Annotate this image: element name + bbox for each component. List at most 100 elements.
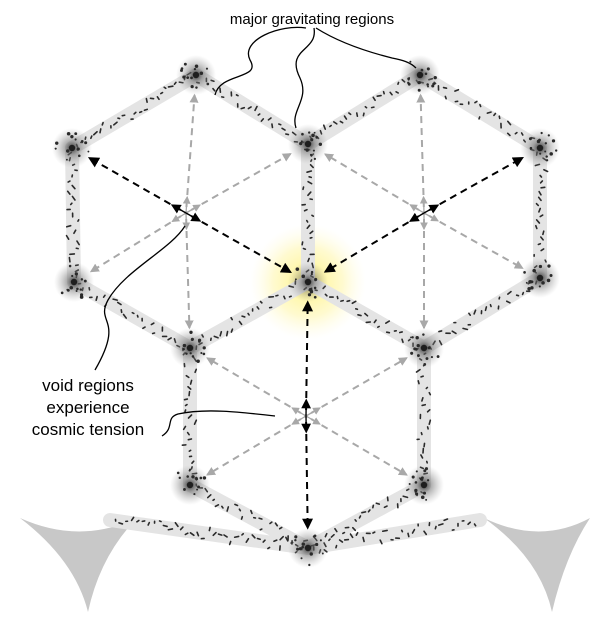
filament-speckle <box>257 539 260 540</box>
filament-speckle <box>426 387 427 388</box>
filament-speckle <box>475 101 477 102</box>
filament-speckle <box>289 296 291 297</box>
gray-arrow <box>186 95 194 207</box>
filament-speckle <box>341 301 343 302</box>
filament-speckle <box>523 293 524 295</box>
annotation-leaders <box>95 27 416 436</box>
filament-speckle <box>104 295 105 297</box>
black-arrow <box>89 158 180 210</box>
filament-speckle <box>540 175 541 177</box>
filament-speckle <box>140 112 142 113</box>
leader-line <box>295 28 314 128</box>
filament-speckle <box>538 244 540 245</box>
filament-speckle <box>69 258 70 262</box>
filament-speckle <box>188 439 191 440</box>
filament-speckle <box>384 506 387 507</box>
filament-speckle <box>137 521 139 522</box>
gray-arrow-inner <box>292 408 306 416</box>
filament-speckle <box>418 381 419 384</box>
filament-speckle <box>91 136 92 138</box>
filament-speckle <box>378 326 379 327</box>
filament-speckle <box>259 518 262 519</box>
filament-speckle <box>429 393 430 395</box>
filament-speckle <box>439 331 442 332</box>
filament-speckle <box>209 527 210 530</box>
filament-speckle <box>160 521 161 522</box>
filament-speckle <box>100 129 101 133</box>
filament-speckle <box>384 92 385 94</box>
filament-speckle <box>185 399 188 400</box>
filament-speckle <box>270 522 272 523</box>
filament-speckle <box>96 297 97 301</box>
filament-speckle <box>307 171 311 172</box>
filament-speckle <box>113 299 117 300</box>
cusp-shape-icon <box>484 518 590 612</box>
filament-speckle <box>168 529 172 530</box>
filament-speckle <box>280 527 282 528</box>
filament-speckle <box>475 524 476 526</box>
gray-arrow <box>311 358 406 413</box>
gravitating-node-icon <box>170 328 210 368</box>
filament-speckle <box>383 530 387 531</box>
gray-arrow <box>91 216 181 271</box>
filament-speckle <box>479 117 480 119</box>
filament-speckle <box>308 258 309 261</box>
filament-speckle <box>78 220 79 221</box>
filament-speckle <box>398 82 399 84</box>
filament-speckle <box>102 123 103 125</box>
gravitating-node-icon <box>54 262 94 302</box>
filament-speckle <box>143 327 145 328</box>
void-label-line2: experience <box>46 398 129 417</box>
filament-speckle <box>469 313 470 315</box>
filament-speckle <box>272 124 273 127</box>
filament-speckle <box>487 112 491 113</box>
filament-speckle <box>368 510 369 512</box>
filament-speckle <box>248 314 249 315</box>
filament-speckle <box>363 537 364 541</box>
leader-line <box>316 28 416 68</box>
leader-line <box>162 411 275 436</box>
black-arrow <box>306 422 308 528</box>
filament-speckle <box>67 226 71 227</box>
filament-speckle <box>148 523 149 525</box>
filament-speckle <box>241 108 244 109</box>
filament-speckle <box>396 92 398 93</box>
filament-speckle <box>543 231 544 234</box>
filament-speckle <box>242 517 243 519</box>
filament-speckle <box>422 405 425 406</box>
filament-speckle <box>428 427 429 429</box>
filament-speckle <box>251 511 252 514</box>
filament-speckle <box>163 525 167 526</box>
filament-speckle <box>522 133 523 135</box>
black-arrow <box>429 158 522 210</box>
filament-speckle <box>119 523 122 524</box>
filament-speckle <box>71 203 72 204</box>
filament-speckle <box>312 215 313 216</box>
filament-speckle <box>235 536 239 537</box>
gravitating-node-icon <box>288 124 328 164</box>
gravitating-node-icon <box>520 128 560 168</box>
filament-speckle <box>480 105 481 107</box>
filament-speckle <box>357 113 358 116</box>
filament-speckle <box>235 504 238 505</box>
filament-speckle <box>230 541 231 544</box>
filament-speckle <box>305 210 307 211</box>
gravitating-node-icon <box>176 55 216 95</box>
filament-speckle <box>168 86 172 87</box>
gravitating-node-icon <box>170 465 210 505</box>
filament-speckle <box>191 380 192 384</box>
filament-speckle <box>408 533 409 536</box>
gravitating-node-icon <box>404 328 444 368</box>
black-arrow-inner <box>172 205 186 213</box>
gray-arrow <box>207 419 301 475</box>
gray-arrow-inner <box>410 205 424 213</box>
filament-speckle <box>444 88 447 89</box>
gravitating-node-icon <box>52 128 92 168</box>
filament-speckle <box>307 221 308 222</box>
gray-arrow <box>207 358 301 413</box>
filament-speckle <box>421 376 423 377</box>
filament-speckle <box>146 99 147 103</box>
filament-speckle <box>329 539 330 540</box>
filament-speckle <box>402 530 403 531</box>
